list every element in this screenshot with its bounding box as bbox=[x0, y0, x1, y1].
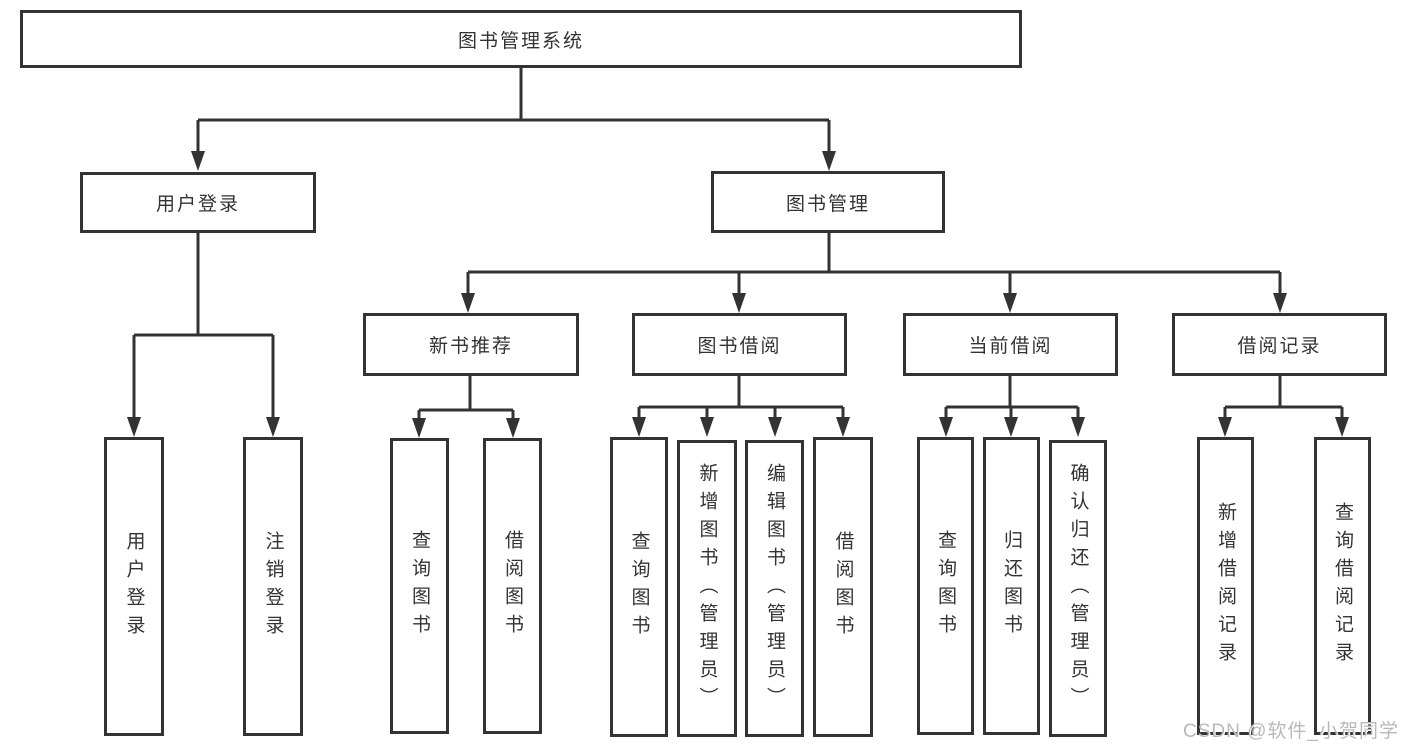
leaf-borrow-books-label: 借阅图书 bbox=[832, 531, 854, 643]
node-new-book-recommend-label: 新书推荐 bbox=[428, 336, 513, 357]
leaf-recommend-query-books: 查询图书 bbox=[390, 438, 449, 734]
leaf-return-books: 归还图书 bbox=[983, 437, 1040, 735]
leaf-recommend-borrow-books-label: 借阅图书 bbox=[502, 530, 523, 642]
leaf-recommend-query-books-label: 查询图书 bbox=[409, 530, 430, 642]
leaf-return-books-label: 归还图书 bbox=[1001, 530, 1022, 642]
leaf-user-login: 用户登录 bbox=[104, 437, 164, 736]
leaf-add-books-admin: 新增图书（管理员） bbox=[677, 440, 737, 737]
leaf-confirm-return-admin-label: 确认归还（管理员） bbox=[1067, 462, 1089, 715]
leaf-current-query-books: 查询图书 bbox=[917, 437, 974, 735]
node-book-borrow-label: 图书借阅 bbox=[697, 336, 782, 357]
watermark: CSDN @软件_小贺同学 bbox=[1183, 721, 1399, 742]
node-new-book-recommend: 新书推荐 bbox=[363, 313, 579, 376]
leaf-logout: 注销登录 bbox=[243, 437, 303, 736]
node-borrow-records-label: 借阅记录 bbox=[1237, 336, 1322, 357]
leaf-logout-label: 注销登录 bbox=[262, 530, 284, 643]
node-current-borrow-label: 当前借阅 bbox=[968, 336, 1053, 357]
leaf-borrow-query-books: 查询图书 bbox=[610, 437, 668, 737]
node-book-management-label: 图书管理 bbox=[785, 193, 870, 215]
leaf-user-login-label: 用户登录 bbox=[123, 530, 145, 643]
node-current-borrow: 当前借阅 bbox=[903, 313, 1118, 376]
leaf-current-query-books-label: 查询图书 bbox=[935, 530, 956, 642]
leaf-add-borrow-record-label: 新增借阅记录 bbox=[1215, 502, 1236, 670]
leaf-recommend-borrow-books: 借阅图书 bbox=[483, 438, 542, 734]
leaf-borrow-books: 借阅图书 bbox=[813, 437, 873, 737]
leaf-edit-books-admin-label: 编辑图书（管理员） bbox=[764, 462, 785, 715]
node-root: 图书管理系统 bbox=[20, 10, 1022, 68]
node-book-borrow: 图书借阅 bbox=[632, 313, 847, 376]
leaf-borrow-query-books-label: 查询图书 bbox=[628, 531, 650, 643]
node-user-login: 用户登录 bbox=[80, 172, 316, 233]
leaf-add-borrow-record: 新增借阅记录 bbox=[1197, 437, 1254, 735]
node-root-label: 图书管理系统 bbox=[457, 30, 584, 52]
leaf-query-borrow-record-label: 查询借阅记录 bbox=[1332, 502, 1353, 670]
leaf-edit-books-admin: 编辑图书（管理员） bbox=[745, 440, 804, 737]
leaf-add-books-admin-label: 新增图书（管理员） bbox=[696, 462, 718, 715]
node-user-login-label: 用户登录 bbox=[155, 194, 240, 215]
node-borrow-records: 借阅记录 bbox=[1172, 313, 1387, 376]
leaf-query-borrow-record: 查询借阅记录 bbox=[1314, 437, 1371, 735]
leaf-confirm-return-admin: 确认归还（管理员） bbox=[1049, 440, 1107, 737]
node-book-management: 图书管理 bbox=[711, 171, 945, 233]
